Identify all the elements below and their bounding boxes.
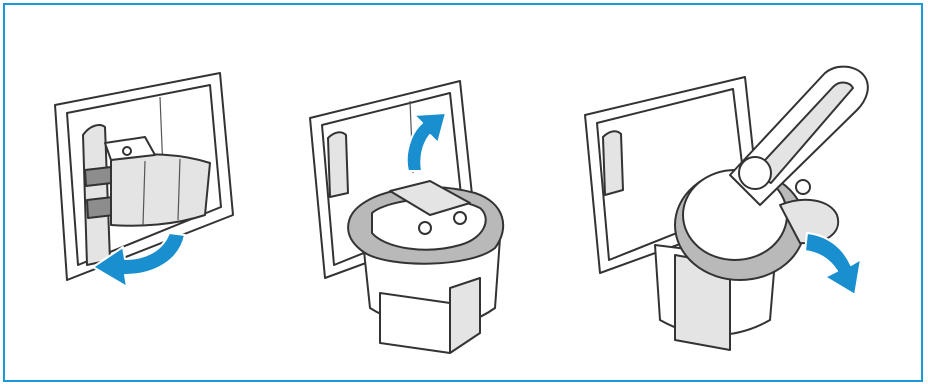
step-3-drawing (575, 55, 895, 365)
step-1-drawing (45, 65, 245, 305)
step-3-illustration (575, 55, 895, 365)
illustration-frame (3, 3, 923, 382)
arrow-down-right-icon (805, 233, 861, 295)
step-1-illustration (45, 65, 245, 305)
step-2-drawing (300, 63, 530, 363)
step-2-illustration (300, 63, 530, 363)
